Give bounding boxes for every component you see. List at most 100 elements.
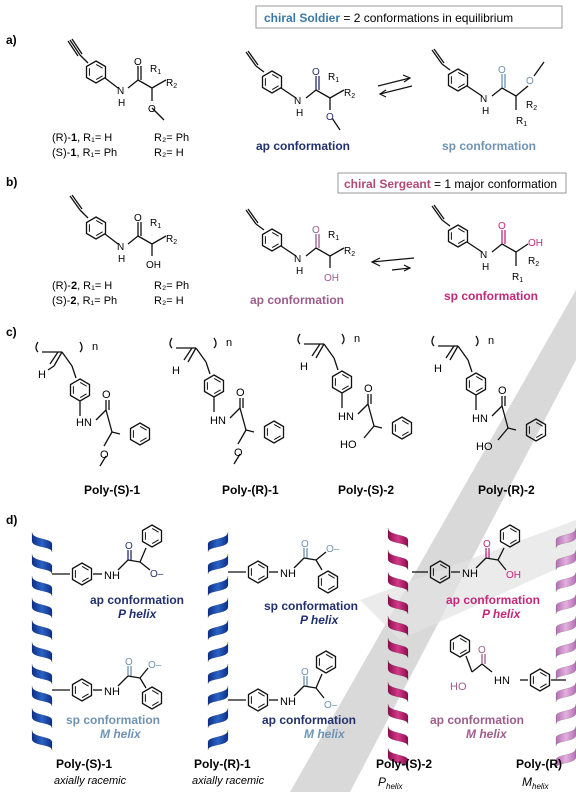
ome-group: O– — [150, 569, 164, 580]
h-atom: H — [300, 361, 308, 373]
polymer-label-s2: Poly-(S)-2 — [338, 483, 394, 497]
nh-group: NH — [280, 696, 296, 708]
o-atom-ether: O — [100, 449, 109, 461]
helix-segment — [31, 729, 53, 751]
r1-label: R1 — [516, 116, 527, 128]
h-atom: H — [482, 262, 489, 273]
o-atom-ether: O — [234, 447, 243, 459]
oh-group: OH — [146, 260, 161, 271]
panel-label-d: d) — [6, 513, 17, 527]
pendant-col3-bottom — [449, 634, 566, 692]
helix-label-col3-top: P helix — [482, 607, 522, 621]
r1-label: R1 — [512, 272, 523, 284]
r1-label: R1 — [150, 64, 161, 76]
helix-segment — [387, 615, 409, 637]
helix-segment — [31, 641, 53, 663]
d-name-col1: Poly-(S)-1 — [56, 757, 112, 771]
o-atom: O — [364, 383, 373, 395]
helix-segment — [207, 553, 229, 575]
compound-s1-r2: R₂= H — [154, 147, 184, 159]
ho-group: HO — [450, 681, 467, 693]
helix-segment — [387, 549, 409, 571]
helix-segment — [207, 597, 229, 619]
o-atom: O — [483, 539, 491, 550]
hn-group: HN — [494, 675, 510, 687]
polymer-structure-s2 — [297, 333, 413, 440]
pendant-col2-top — [228, 548, 339, 594]
r2-label: R2 — [526, 100, 537, 112]
structure-a-sp — [431, 48, 545, 110]
ap-conformation-label-b: ap conformation — [250, 293, 344, 307]
n-atom: N — [480, 94, 487, 105]
helix-segment — [387, 747, 409, 769]
panel-label-b: b) — [6, 175, 17, 189]
d-name-col3: Poly-(S)-2 — [376, 757, 432, 771]
helix-label-col3-bottom: M helix — [466, 727, 508, 741]
o-atom: O — [125, 541, 133, 552]
n-atom: N — [117, 86, 124, 97]
helix-segment — [31, 663, 53, 685]
helix-segment — [207, 641, 229, 663]
helix-segment — [207, 729, 229, 751]
r2-label: R2 — [344, 88, 355, 100]
ome-group: O– — [326, 544, 340, 555]
o-atom: O — [312, 67, 320, 78]
sergeant-box — [337, 172, 567, 194]
hn-group: HN — [210, 415, 226, 427]
d-name-col4: Poly-(R) — [516, 757, 562, 771]
helix-segment — [207, 707, 229, 729]
compound-r1-line: (R)-1, R₁= H — [52, 132, 112, 144]
r1-label: R1 — [328, 72, 339, 84]
conf-label-col1-bottom: sp conformation — [66, 713, 160, 727]
sp-conformation-label-a: sp conformation — [442, 139, 536, 153]
helix-label-col1-top: P helix — [118, 607, 158, 621]
helix-blue-2 — [207, 531, 229, 751]
o-atom-ether: O — [326, 112, 334, 123]
structure-b-sp — [431, 204, 529, 266]
n-subscript: n — [488, 335, 494, 347]
o-atom: O — [478, 645, 486, 656]
oh-group: OH — [324, 273, 339, 284]
helix-segment — [555, 615, 576, 637]
helix-segment — [555, 637, 576, 659]
conf-label-col3-bottom: ap conformation — [430, 713, 524, 727]
h-atom: H — [296, 266, 303, 277]
helix-segment — [555, 571, 576, 593]
soldier-box — [255, 5, 563, 29]
pendant-col2-bottom — [228, 650, 337, 712]
nh-group: NH — [104, 686, 120, 698]
helix-segment — [207, 619, 229, 641]
n-atom: N — [480, 250, 487, 261]
polymer-structure-s1 — [35, 341, 151, 467]
hn-group: HN — [76, 417, 92, 429]
helix-segment — [555, 681, 576, 703]
helix-segment — [555, 549, 576, 571]
helix-label-col2-bottom: M helix — [304, 727, 346, 741]
helix-segment — [387, 725, 409, 747]
helix-segment — [207, 663, 229, 685]
compound-r2-line: (R)-2, R₁= H — [52, 280, 112, 292]
compound-s2-line: (S)-2, R₁= Ph — [52, 295, 117, 307]
helix-segment — [207, 685, 229, 707]
helix-segment — [387, 703, 409, 725]
helix-segment — [207, 575, 229, 597]
r1-label: R1 — [150, 218, 161, 230]
pendant-col3-top — [412, 524, 521, 584]
d-desc-col1: axially racemic — [54, 775, 127, 787]
helix-segment — [31, 531, 53, 553]
ome-group: O– — [324, 700, 338, 711]
polymer-structure-r2 — [431, 335, 547, 442]
compound-s1-line: (S)-1, R₁= Ph — [52, 147, 117, 159]
d-desc-col3: Phelix — [378, 775, 403, 791]
pendant-col1-top — [52, 524, 163, 586]
helix-segment — [387, 637, 409, 659]
compound-r2-r2: R₂= Ph — [154, 280, 189, 292]
r2-label: R2 — [528, 256, 539, 268]
o-atom: O — [498, 385, 507, 397]
ome-group: O– — [148, 660, 162, 671]
helix-segment — [387, 571, 409, 593]
sp-conformation-label-b: sp conformation — [444, 289, 538, 303]
n-atom: N — [117, 242, 124, 253]
structure-a-ap — [245, 50, 345, 131]
helix-segment — [31, 597, 53, 619]
